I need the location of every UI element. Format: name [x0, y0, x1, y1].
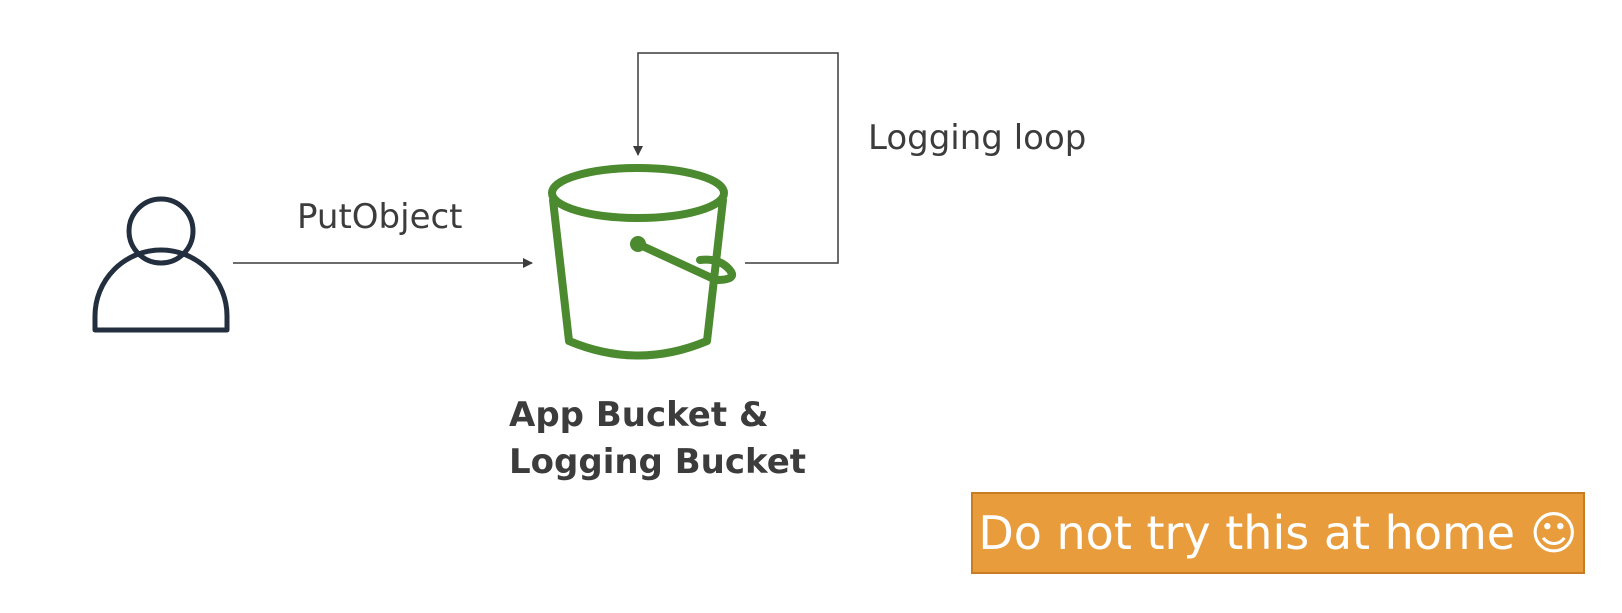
warning-banner: Do not try this at home ☺: [971, 492, 1585, 574]
bucket-caption-line1: App Bucket &: [509, 395, 769, 435]
logging-loop-label: Logging loop: [868, 118, 1087, 158]
bucket-caption: App Bucket & Logging Bucket: [509, 392, 806, 486]
user-icon: [92, 196, 230, 333]
logging-loop-arrow: [633, 52, 839, 264]
s3-bucket-icon: [548, 164, 736, 360]
put-object-label: PutObject: [297, 197, 463, 237]
bucket-caption-line2: Logging Bucket: [509, 442, 807, 482]
